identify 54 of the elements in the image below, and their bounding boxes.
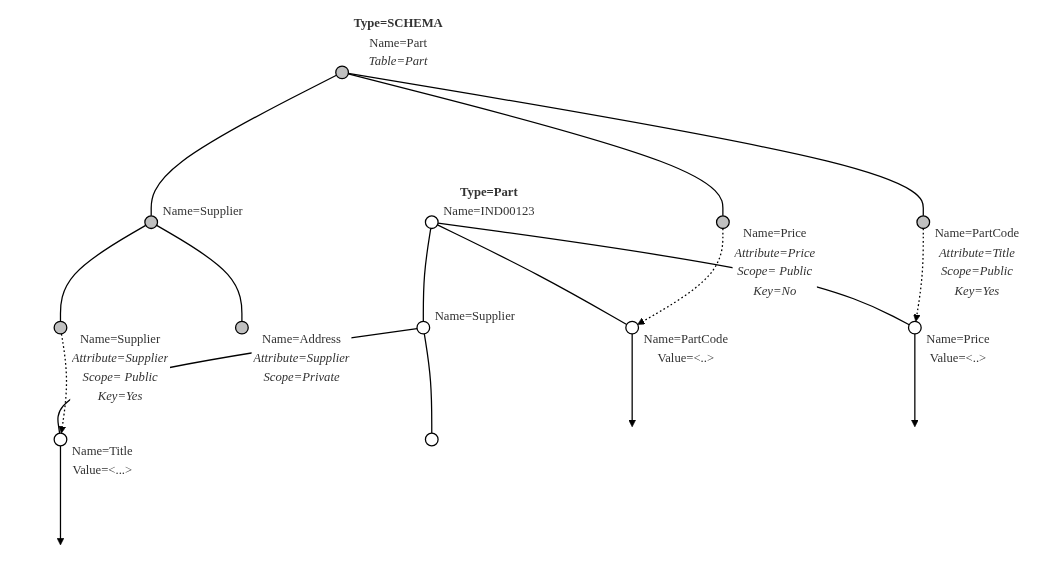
node-label: Type=Part [460, 185, 518, 199]
node-label: Name=IND00123 [443, 204, 535, 218]
node-label: Name=Price [743, 226, 807, 240]
connector [436, 224, 628, 326]
node-label: Scope=Private [263, 369, 340, 384]
node-label: Attribute=Supplier [71, 350, 169, 365]
node-circle [424, 215, 439, 230]
connector [423, 333, 433, 434]
node-label: Attribute=Title [938, 245, 1015, 259]
node-label: Scope= Public [82, 369, 158, 384]
arrow [628, 333, 636, 428]
connector [150, 74, 338, 217]
node-label: Value=<...> [72, 462, 133, 477]
node-label: Name=PartCode [643, 331, 729, 346]
node-label: Key=Yes [97, 388, 143, 403]
node-label: Name=Price [926, 331, 990, 346]
arrow [58, 333, 68, 434]
arrow [637, 227, 724, 325]
connector [347, 73, 724, 217]
node-label: Name=Supplier [162, 204, 243, 218]
connector [422, 227, 432, 322]
node-circle [424, 432, 439, 447]
node-circle [416, 320, 431, 335]
node-label: Value=<..> [929, 350, 987, 365]
node-label: Scope= Public [737, 264, 813, 278]
node-circle [234, 320, 249, 335]
arrow [911, 333, 919, 428]
connector [156, 224, 243, 322]
node-label: Name=PartCode [934, 226, 1020, 240]
connector [59, 224, 147, 322]
node-circle [53, 320, 68, 335]
node-label: Scope=Public [941, 264, 1013, 278]
node-label: Name=Supplier [79, 331, 161, 346]
node-label: Type=SCHEMA [353, 16, 443, 30]
node-circle [625, 320, 640, 335]
arrow [913, 227, 924, 322]
node-label: Name=Supplier [434, 309, 515, 324]
node-label: Table=Part [368, 54, 428, 68]
node-circle [144, 215, 159, 230]
node-label: Attribute=Price [734, 245, 816, 259]
node-label: Name=Address [262, 331, 341, 346]
node-circle [907, 320, 922, 335]
node-circle [715, 215, 730, 230]
node-label: Key=No [753, 283, 797, 297]
node-label: Name=Part [369, 35, 427, 49]
arrow [56, 445, 65, 546]
node-label: Key=Yes [954, 283, 1000, 297]
node-circle [53, 432, 68, 447]
node-label: Name=Title [71, 443, 133, 458]
node-circle [335, 65, 350, 80]
node-label: Value=<..> [657, 350, 715, 365]
node-circle [916, 215, 931, 230]
node-label: Attribute=Supplier [253, 350, 350, 365]
connector [347, 72, 924, 217]
